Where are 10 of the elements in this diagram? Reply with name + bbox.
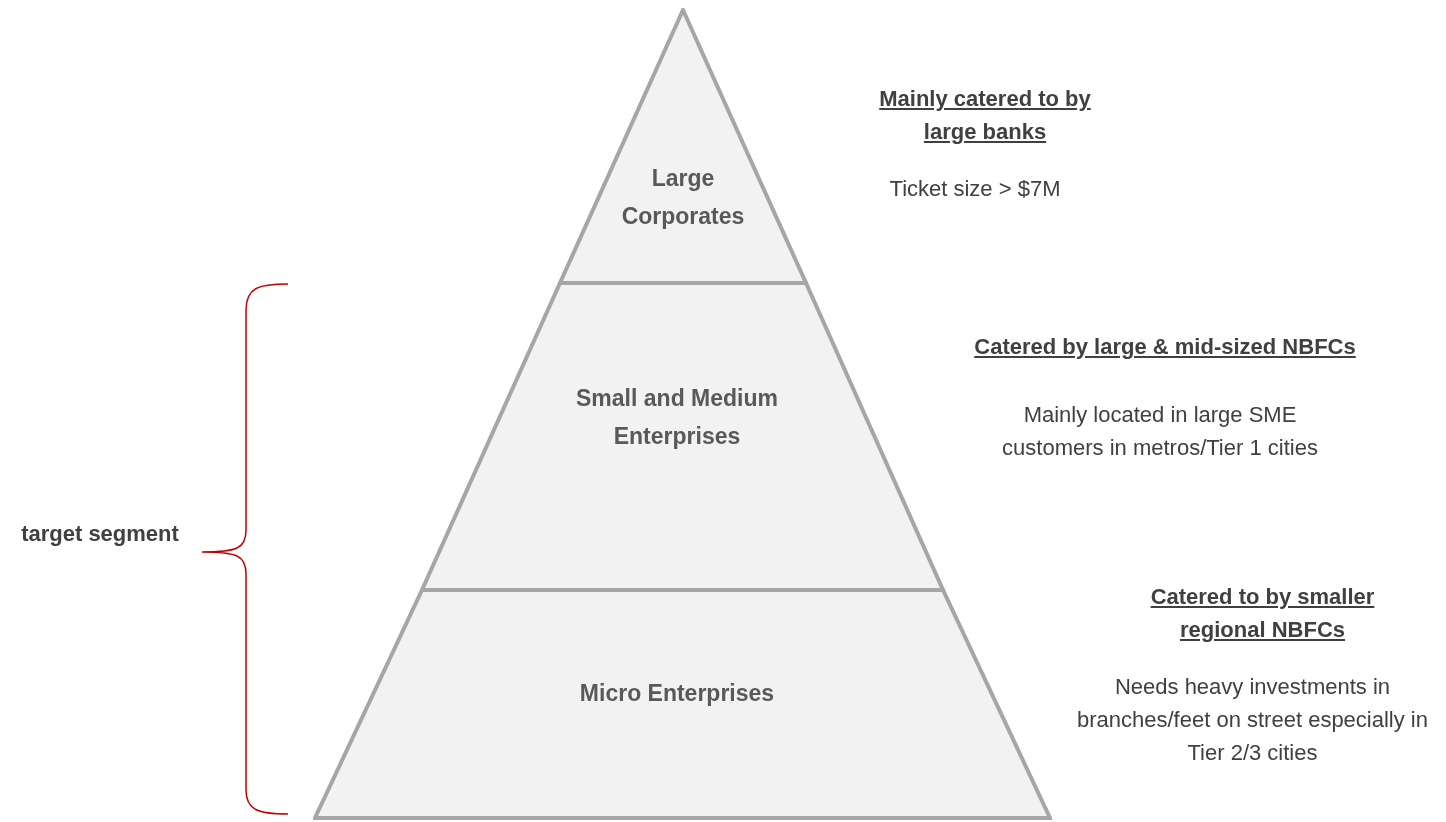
tier-label: Micro Enterprises: [578, 679, 776, 708]
tier-description: Ticket size > $7M: [888, 175, 1062, 203]
tier-heading: Mainly catered to by large banks: [878, 85, 1092, 146]
tier-label: Large Corporates: [620, 164, 746, 231]
tier-label: Small and Medium Enterprises: [575, 384, 779, 451]
segment-label: target segment: [20, 520, 180, 548]
tier-heading: Catered to by smaller regional NBFCs: [1149, 583, 1376, 644]
tier-heading: Catered by large & mid-sized NBFCs: [973, 333, 1357, 361]
tier-description: Needs heavy investments in branches/feet on street especially in Tier 2/3 cities: [1076, 673, 1429, 767]
tier-description: Mainly located in large SME customers in metros/Tier 1 cities: [1001, 401, 1319, 462]
